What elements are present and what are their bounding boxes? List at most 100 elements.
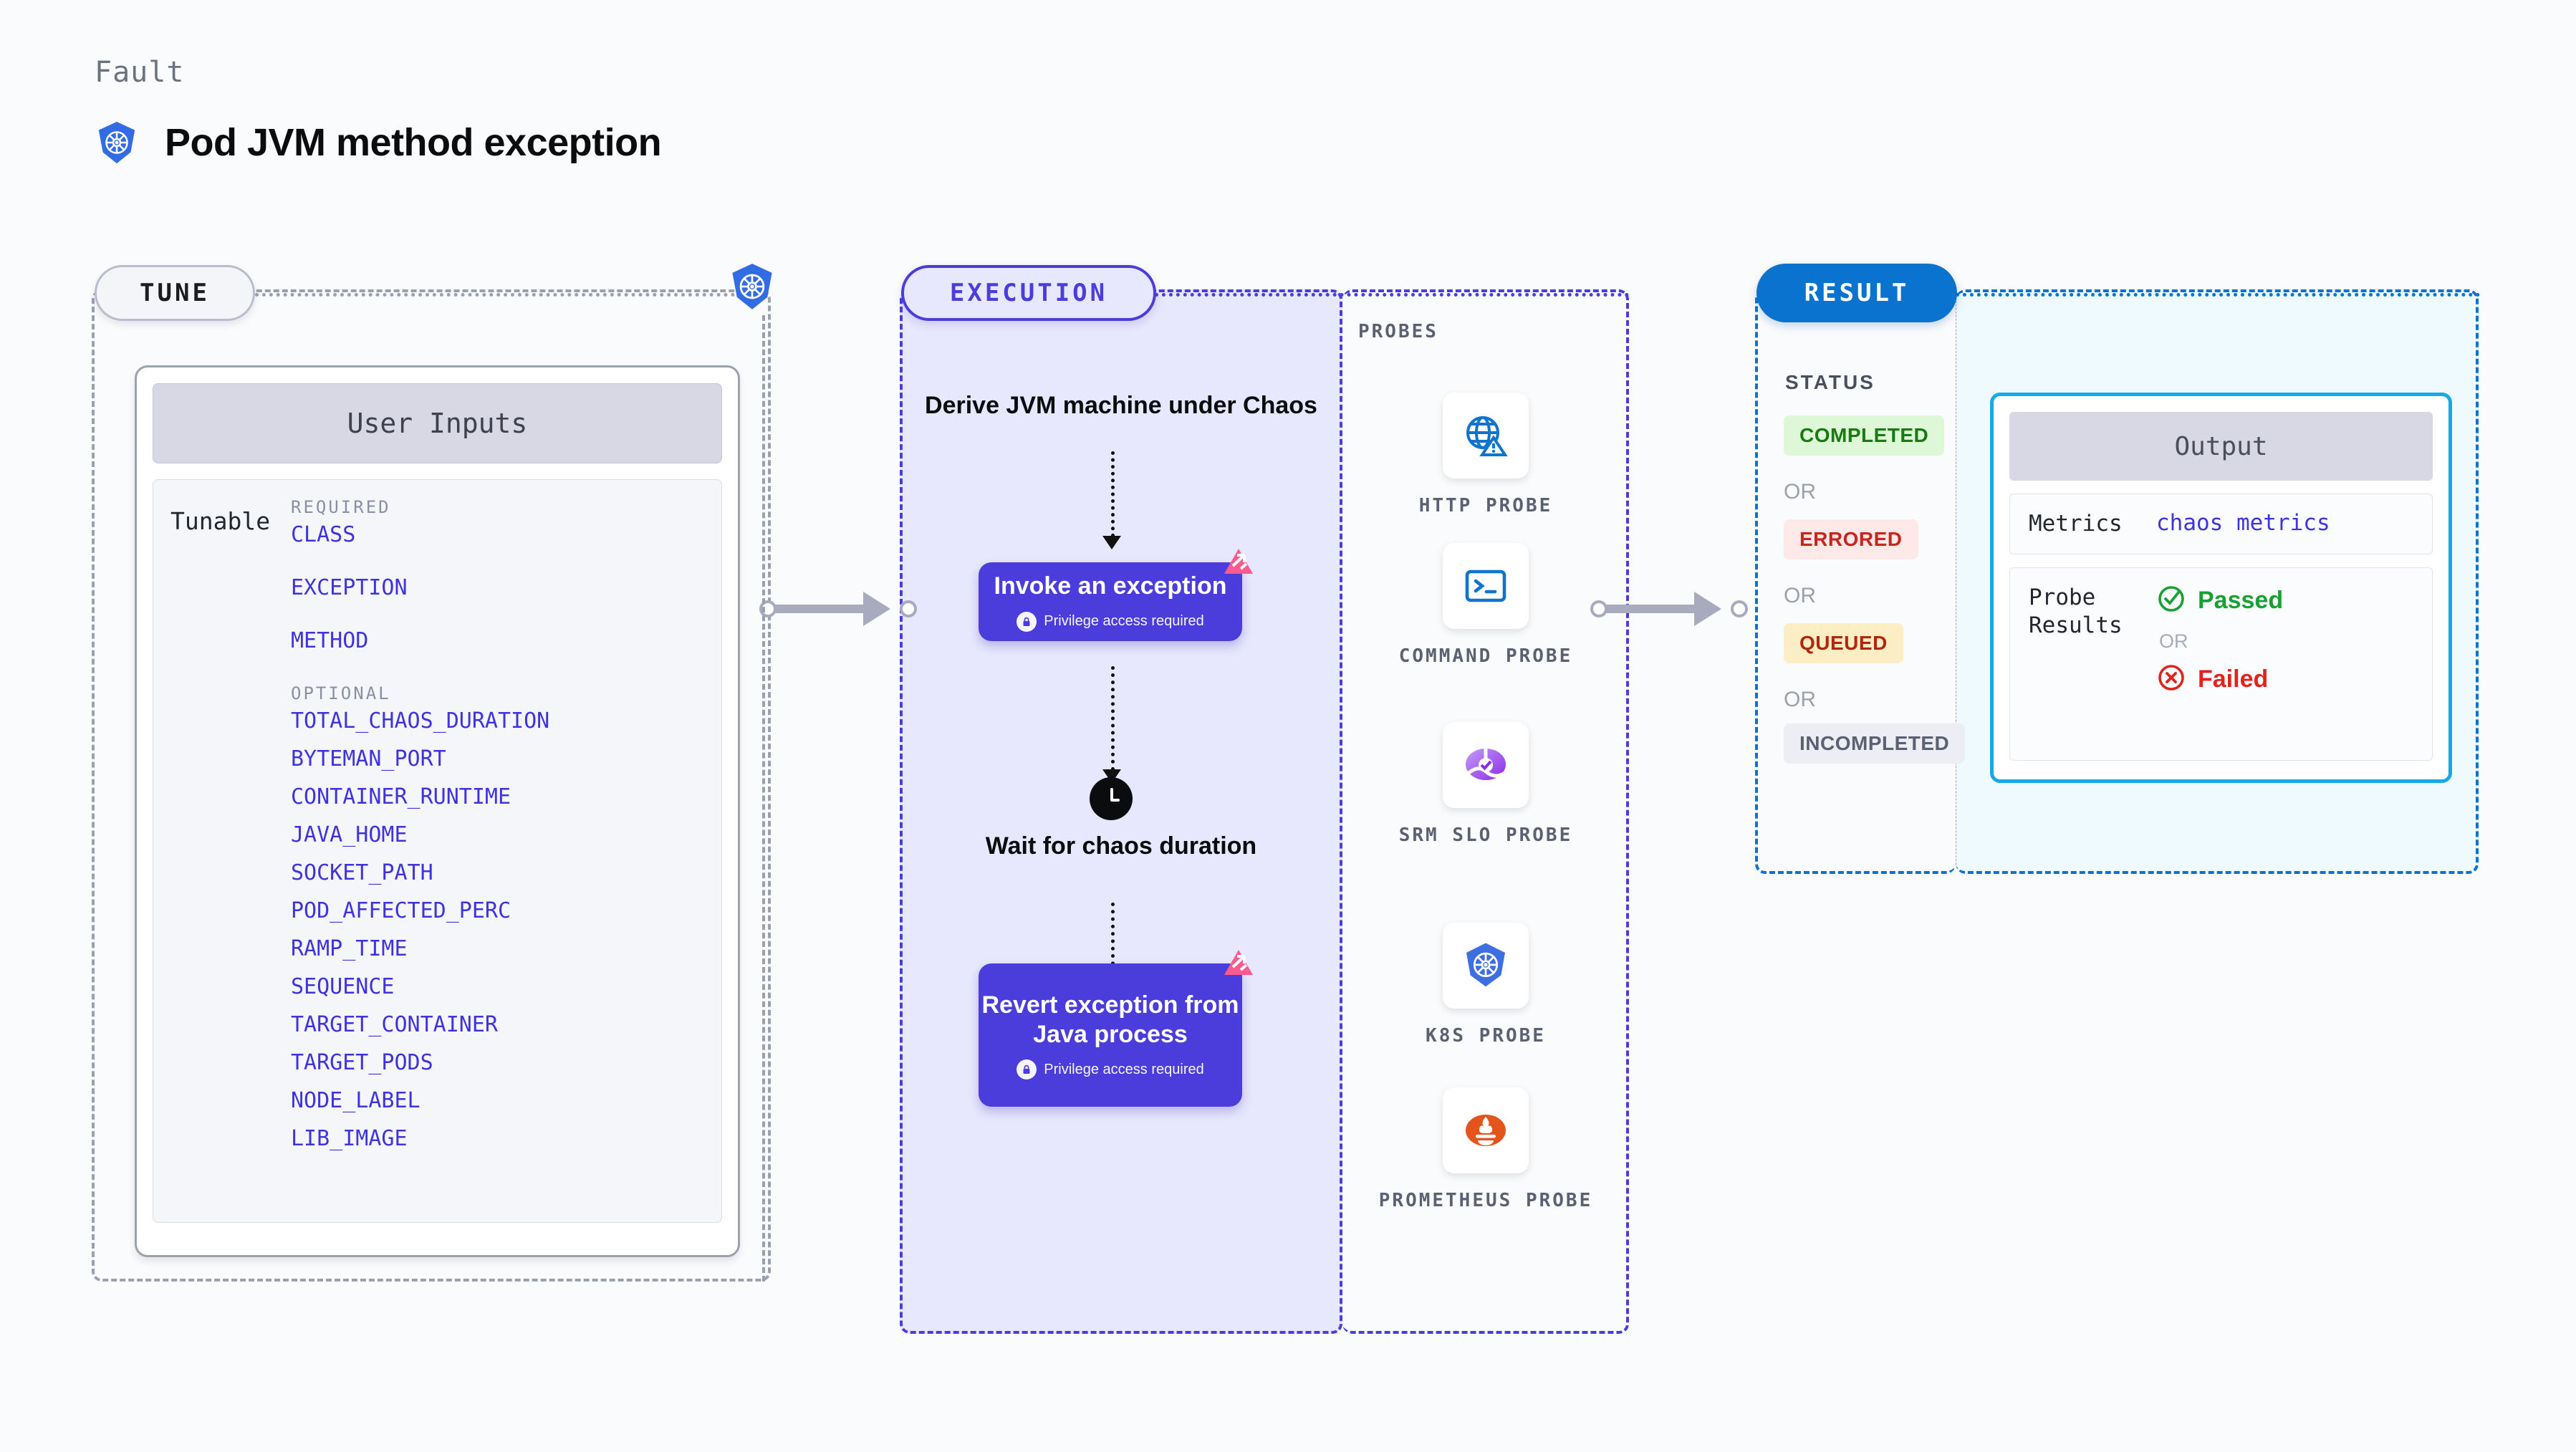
kubernetes-icon	[95, 120, 139, 165]
execution-block-invoke-exception[interactable]: Invoke an exception Privilege access req…	[979, 549, 1253, 641]
chaos-mark-icon	[1222, 948, 1255, 984]
execution-step-title: Derive JVM machine under Chaos	[925, 392, 1317, 419]
tunable-parameter-lists: REQUIRED CLASS EXCEPTION METHOD OPTIONAL…	[282, 497, 721, 1222]
status-or-label: OR	[1784, 480, 1816, 504]
output-row-metrics: Metrics chaos metrics	[2009, 494, 2433, 554]
probe-passed-label: Passed	[2198, 586, 2284, 614]
kubernetes-icon	[728, 262, 777, 314]
connector-dot	[1731, 600, 1748, 617]
status-badge: COMPLETED	[1784, 415, 1945, 456]
parameter-item[interactable]: TARGET_PODS	[291, 1050, 433, 1075]
execution-block-revert-exception[interactable]: Revert exception from Java process Privi…	[979, 950, 1253, 1107]
stage-pill-result[interactable]: RESULT	[1756, 264, 1957, 322]
tune-dotted-connector	[255, 293, 742, 297]
kubernetes-icon	[1443, 923, 1529, 1009]
probe-item-prometheus[interactable]: PROMETHEUS PROBE	[1371, 1087, 1600, 1213]
privilege-note-row: Privilege access required	[1017, 1059, 1204, 1080]
probe-failed-label: Failed	[2198, 665, 2269, 693]
chaos-metrics-link[interactable]: chaos metrics	[2156, 510, 2330, 536]
probe-result-passed: Passed	[2156, 584, 2283, 617]
output-row-probe-results: Probe Results Passed OR	[2009, 567, 2433, 761]
status-or-label: OR	[1784, 584, 1816, 607]
probe-label: SRM SLO PROBE	[1398, 824, 1573, 846]
output-title: Output	[2009, 412, 2433, 481]
stage-pill-tune[interactable]: TUNE	[95, 265, 255, 321]
page-title: Pod JVM method exception	[165, 121, 662, 164]
result-dotted-connector	[1956, 293, 2480, 297]
connector-arrow-head	[1694, 592, 1721, 626]
optional-parameters-group: OPTIONAL TOTAL_CHAOS_DURATION BYTEMAN_PO…	[291, 683, 721, 1150]
flow-arrow-line	[1111, 903, 1115, 980]
execution-block-title: Invoke an exception	[994, 572, 1227, 600]
parameter-item[interactable]: BYTEMAN_PORT	[291, 746, 446, 771]
parameter-item[interactable]: POD_AFFECTED_PERC	[291, 898, 511, 923]
x-circle-icon	[2156, 663, 2186, 696]
stage-pill-execution[interactable]: EXECUTION	[901, 265, 1156, 321]
probe-or-label: OR	[2159, 630, 2188, 652]
parameter-item[interactable]: RAMP_TIME	[291, 936, 408, 961]
output-row-key: Metrics	[2029, 511, 2123, 537]
parameter-item[interactable]: EXCEPTION	[291, 575, 408, 600]
stage-connector-tune-to-execution	[759, 587, 917, 630]
probes-heading: PROBES	[1358, 321, 1438, 342]
connector-bar	[1605, 605, 1712, 613]
parameter-item[interactable]: TARGET_CONTAINER	[291, 1012, 498, 1037]
tunable-section: Tunable REQUIRED CLASS EXCEPTION METHOD …	[153, 479, 722, 1223]
execution-dotted-connector	[1155, 293, 1629, 297]
tune-stage-container	[92, 289, 771, 1282]
clock-icon	[1090, 777, 1133, 820]
srm-slo-icon	[1443, 722, 1529, 808]
user-inputs-title: User Inputs	[153, 383, 722, 463]
status-badge: QUEUED	[1784, 623, 1903, 663]
status-badge: INCOMPLETED	[1784, 723, 1966, 764]
privilege-note-row: Privilege access required	[1017, 611, 1204, 632]
wait-for-chaos-label: Wait for chaos duration	[985, 832, 1257, 860]
globe-warning-icon	[1443, 393, 1529, 479]
result-status-container	[1755, 289, 1956, 874]
parameter-item[interactable]: CLASS	[291, 522, 356, 547]
connector-dot	[900, 600, 917, 617]
parameter-item[interactable]: JAVA_HOME	[291, 822, 408, 847]
stage-connector-probes-to-result	[1590, 587, 1748, 630]
parameter-item[interactable]: SEQUENCE	[291, 974, 395, 999]
check-circle-icon	[2156, 584, 2186, 617]
probe-label: COMMAND PROBE	[1398, 645, 1573, 667]
connector-bar	[774, 605, 881, 613]
status-badge: ERRORED	[1784, 519, 1918, 559]
fault-eyebrow-label: Fault	[95, 56, 185, 89]
probe-results-values: Passed OR Failed	[2156, 584, 2283, 696]
tune-inner-divider	[762, 315, 765, 1282]
parameter-item[interactable]: TOTAL_CHAOS_DURATION	[291, 708, 550, 734]
flow-arrow-line	[1111, 451, 1115, 537]
parameter-item[interactable]: METHOD	[291, 628, 369, 653]
probe-result-failed: Failed	[2156, 663, 2283, 696]
parameter-item[interactable]: NODE_LABEL	[291, 1088, 420, 1113]
privilege-note-text: Privilege access required	[1044, 1061, 1204, 1077]
status-or-label: OR	[1784, 688, 1816, 711]
probe-label: PROMETHEUS PROBE	[1378, 1190, 1593, 1211]
terminal-icon	[1443, 543, 1529, 629]
lock-icon	[1017, 611, 1037, 632]
required-parameters-group: REQUIRED CLASS EXCEPTION METHOD	[291, 497, 721, 652]
prometheus-icon	[1443, 1087, 1529, 1173]
probe-item-k8s[interactable]: K8S PROBE	[1371, 923, 1600, 1049]
tunable-row-label: Tunable	[170, 507, 271, 535]
probe-item-command[interactable]: COMMAND PROBE	[1371, 543, 1600, 669]
output-card: Output Metrics chaos metrics Probe Resul…	[1990, 393, 2452, 783]
output-row-key: Probe Results	[2029, 584, 2123, 638]
parameter-item[interactable]: CONTAINER_RUNTIME	[291, 784, 511, 809]
parameter-item[interactable]: LIB_IMAGE	[291, 1126, 408, 1151]
probe-item-http[interactable]: HTTP PROBE	[1371, 393, 1600, 519]
user-inputs-card: User Inputs Tunable REQUIRED CLASS EXCEP…	[135, 365, 740, 1257]
flow-arrow-line	[1111, 666, 1115, 771]
probe-item-srm-slo[interactable]: SRM SLO PROBE	[1371, 722, 1600, 848]
page-title-row: Pod JVM method exception	[95, 120, 662, 165]
optional-heading: OPTIONAL	[291, 683, 391, 703]
chaos-mark-icon	[1222, 547, 1255, 583]
parameter-item[interactable]: SOCKET_PATH	[291, 860, 433, 885]
status-heading: STATUS	[1785, 371, 1875, 393]
probe-label: HTTP PROBE	[1418, 495, 1553, 516]
required-heading: REQUIRED	[291, 497, 391, 517]
flow-arrow-head	[1102, 536, 1121, 549]
execution-block-title: Revert exception from Java process	[981, 991, 1239, 1048]
